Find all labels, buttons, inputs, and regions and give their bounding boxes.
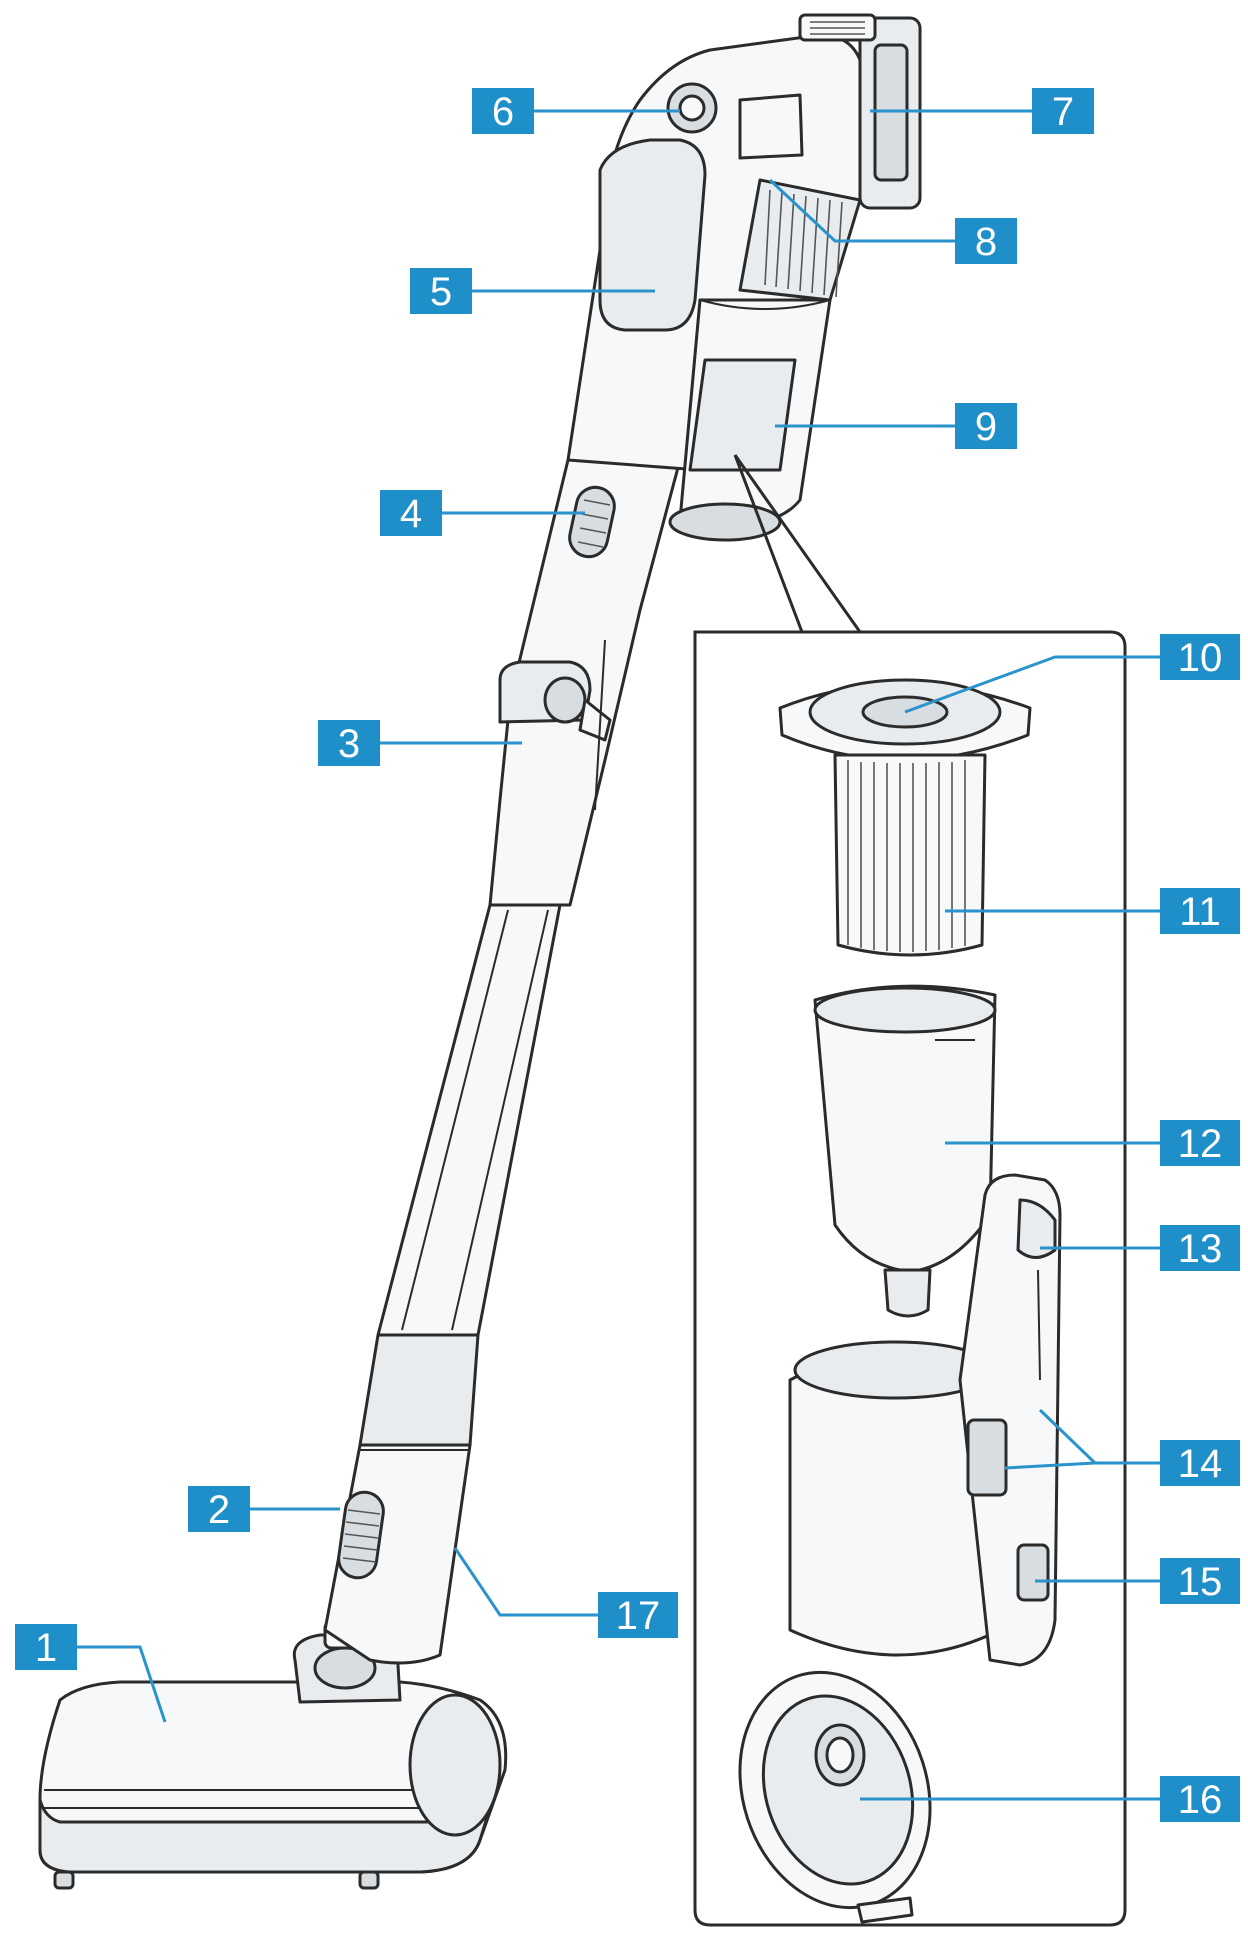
- callout-badge-9: 9: [955, 403, 1017, 449]
- callout-badge-bg-4: [380, 490, 442, 536]
- callout-number-8: 8: [975, 220, 997, 264]
- callout-badge-17: 17: [598, 1592, 678, 1638]
- callout-badge-16: 16: [1160, 1776, 1240, 1822]
- callout-badge-10: 10: [1160, 634, 1240, 680]
- callout-badge-11: 11: [1160, 888, 1240, 934]
- callout-number-14: 14: [1178, 1442, 1223, 1486]
- main-body: [566, 13, 922, 542]
- callout-number-9: 9: [975, 405, 997, 449]
- callout-badge-bg-9: [955, 403, 1017, 449]
- callout-badge-15: 15: [1160, 1558, 1240, 1604]
- callout-badge-bg-8: [955, 218, 1017, 264]
- callout-number-11: 11: [1179, 890, 1221, 934]
- callout-badge-bg-14: [1160, 1440, 1240, 1486]
- callout-13: 13: [1040, 1225, 1240, 1271]
- callout-8: 8: [768, 178, 1017, 264]
- upper-wand: [488, 458, 682, 907]
- callout-badge-6: 6: [472, 88, 534, 134]
- dust-cup: [813, 984, 997, 1318]
- callout-badge-1: 1: [15, 1624, 77, 1670]
- callout-2: 2: [188, 1486, 340, 1532]
- bottom-lid: [738, 1670, 932, 1924]
- callout-badge-3: 3: [318, 720, 380, 766]
- dustbin-detail-inset: [693, 454, 1127, 1927]
- callout-badge-bg-16: [1160, 1776, 1240, 1822]
- callout-badge-5: 5: [410, 268, 472, 314]
- callout-3: 3: [318, 720, 522, 766]
- callout-number-17: 17: [616, 1594, 661, 1638]
- filter-assembly: [778, 678, 1032, 957]
- callout-badge-bg-13: [1160, 1225, 1240, 1271]
- callout-badge-8: 8: [955, 218, 1017, 264]
- callout-number-6: 6: [492, 90, 514, 134]
- callout-badge-bg-7: [1032, 88, 1094, 134]
- floor-brush: [38, 1620, 508, 1890]
- callout-number-7: 7: [1052, 90, 1074, 134]
- callout-badge-bg-3: [318, 720, 380, 766]
- extension-tube: [376, 903, 562, 1337]
- callout-badge-bg-10: [1160, 634, 1240, 680]
- callout-badge-bg-11: [1160, 888, 1240, 934]
- callout-number-12: 12: [1178, 1122, 1223, 1166]
- callout-badge-13: 13: [1160, 1225, 1240, 1271]
- callout-11: 11: [945, 888, 1240, 934]
- leader-line-17: [453, 1547, 598, 1617]
- vacuum-illustration: [38, 13, 922, 1890]
- callout-4: 4: [380, 490, 585, 536]
- callout-number-4: 4: [400, 492, 422, 536]
- inset-frame: [693, 630, 1127, 1927]
- callout-5: 5: [410, 268, 655, 314]
- leader-line-1: [77, 1645, 167, 1723]
- callout-number-15: 15: [1178, 1560, 1223, 1604]
- callout-16: 16: [860, 1776, 1240, 1822]
- callout-badge-bg-5: [410, 268, 472, 314]
- leader-line-14-b: [1004, 1461, 1096, 1470]
- callout-number-2: 2: [208, 1488, 230, 1532]
- callout-badge-14: 14: [1160, 1440, 1240, 1486]
- callout-badge-bg-6: [472, 88, 534, 134]
- callout-9: 9: [775, 403, 1017, 449]
- leader-line-10: [904, 655, 1160, 714]
- callout-6: 6: [472, 88, 680, 134]
- callout-badge-bg-15: [1160, 1558, 1240, 1604]
- callout-badge-4: 4: [380, 490, 442, 536]
- callout-15: 15: [1035, 1558, 1240, 1604]
- cup-holder: [788, 1173, 1062, 1667]
- inset-pointer: [733, 454, 862, 633]
- lower-wand: [323, 1333, 480, 1665]
- callout-badge-2: 2: [188, 1486, 250, 1532]
- callout-badge-bg-12: [1160, 1120, 1240, 1166]
- callout-badge-12: 12: [1160, 1120, 1240, 1166]
- callout-number-13: 13: [1178, 1227, 1223, 1271]
- callout-badge-bg-1: [15, 1624, 77, 1670]
- callout-badge-7: 7: [1032, 88, 1094, 134]
- callout-badge-bg-2: [188, 1486, 250, 1532]
- leader-line-8: [768, 178, 955, 243]
- callout-7: 7: [870, 88, 1094, 134]
- callout-number-10: 10: [1178, 636, 1223, 680]
- callout-number-3: 3: [338, 722, 360, 766]
- callout-14: 14: [1004, 1408, 1240, 1486]
- callout-1: 1: [15, 1624, 167, 1723]
- callout-badge-bg-17: [598, 1592, 678, 1638]
- callout-12: 12: [945, 1120, 1240, 1166]
- callout-number-1: 1: [35, 1626, 57, 1670]
- callout-number-16: 16: [1178, 1778, 1223, 1822]
- callout-17: 17: [453, 1547, 678, 1638]
- callout-10: 10: [904, 634, 1240, 714]
- callout-number-5: 5: [430, 270, 452, 314]
